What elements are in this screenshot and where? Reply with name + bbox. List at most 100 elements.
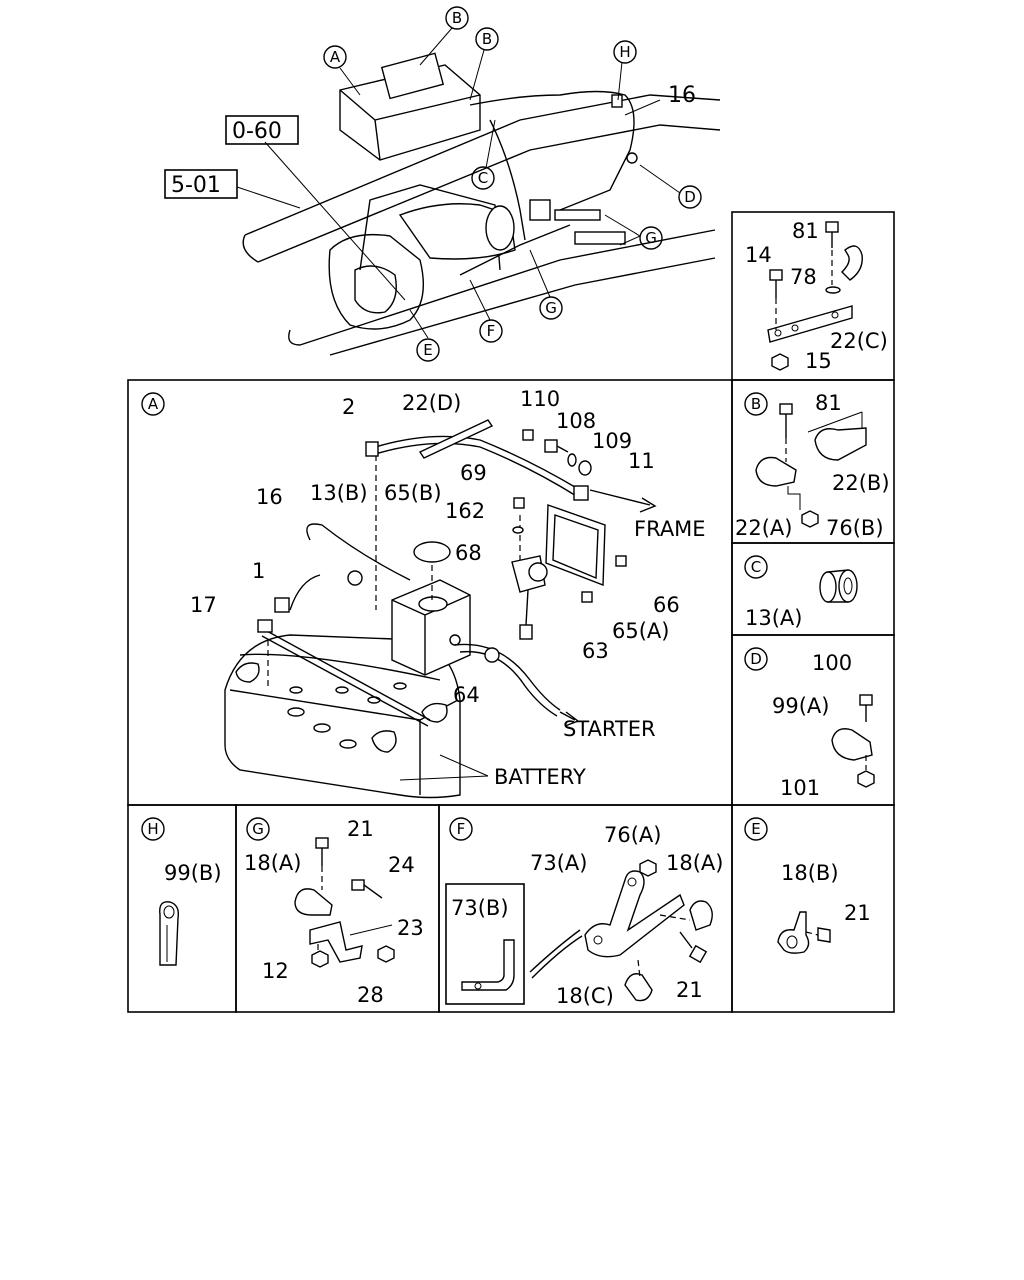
label-78-tr: 78 xyxy=(790,265,817,289)
label-81-b: 81 xyxy=(815,391,842,415)
svg-text:B: B xyxy=(452,9,462,27)
circle-e-overview: E xyxy=(416,338,440,362)
svg-text:D: D xyxy=(684,188,696,206)
label-21-f: 21 xyxy=(676,978,703,1002)
svg-text:A: A xyxy=(148,395,159,413)
label-24: 24 xyxy=(388,853,415,877)
label-73a: 73(A) xyxy=(530,851,587,875)
svg-text:A: A xyxy=(330,48,341,66)
label-starter: STARTER xyxy=(563,717,656,741)
panel-f: F 76(A) 73(A) 18(A) 73(B) 18(C) 21 xyxy=(438,804,733,1013)
label-14-tr: 14 xyxy=(745,243,772,267)
circle-b-overview-2: B xyxy=(475,27,499,51)
label-12: 12 xyxy=(262,959,289,983)
circle-a-overview: A xyxy=(323,45,347,69)
svg-text:B: B xyxy=(751,395,761,413)
circle-h-overview: H xyxy=(613,40,637,64)
label-16-panel: 16 xyxy=(256,485,283,509)
svg-text:D: D xyxy=(750,650,762,668)
label-63: 63 xyxy=(582,639,609,663)
label-66: 66 xyxy=(653,593,680,617)
svg-text:C: C xyxy=(478,169,488,187)
circle-h-panel: H xyxy=(141,817,165,841)
label-99a: 99(A) xyxy=(772,694,829,718)
circle-g-overview-2: G xyxy=(539,296,563,320)
panel-d: D 100 99(A) 101 xyxy=(731,634,895,806)
label-28: 28 xyxy=(357,983,384,1007)
circle-f-overview: F xyxy=(479,319,503,343)
label-101: 101 xyxy=(780,776,820,800)
label-13b: 13(B) xyxy=(310,481,368,505)
label-108: 108 xyxy=(556,409,596,433)
svg-text:G: G xyxy=(252,820,264,838)
ref-box-5-01: 5-01 xyxy=(164,169,238,199)
circle-g-panel: G xyxy=(246,817,270,841)
overview-illustration xyxy=(242,52,721,356)
label-76a: 76(A) xyxy=(604,823,661,847)
circle-b-panel: B xyxy=(744,392,768,416)
label-18a-g: 18(A) xyxy=(244,851,301,875)
overview-callouts xyxy=(236,27,681,339)
svg-text:E: E xyxy=(423,341,432,359)
panel-a: A xyxy=(127,379,733,806)
label-73b: 73(B) xyxy=(451,896,509,920)
panel-g: G 21 18(A) 24 23 12 28 xyxy=(235,804,440,1013)
label-frame: FRAME xyxy=(634,517,706,541)
svg-text:G: G xyxy=(545,299,557,317)
circle-d-panel: D xyxy=(744,647,768,671)
svg-text:H: H xyxy=(619,43,630,61)
label-109: 109 xyxy=(592,429,632,453)
svg-text:E: E xyxy=(751,820,760,838)
circle-b-overview-1: B xyxy=(445,6,469,30)
panel-b: B 81 22(B) 22(A) 76(B) xyxy=(731,379,895,544)
label-22a: 22(A) xyxy=(735,516,792,540)
svg-text:F: F xyxy=(487,322,496,340)
label-100: 100 xyxy=(812,651,852,675)
circle-a-panel: A xyxy=(141,392,165,416)
svg-text:B: B xyxy=(482,30,492,48)
circle-g-overview-1: G xyxy=(639,226,663,250)
label-battery: BATTERY xyxy=(494,765,586,789)
label-65a: 65(A) xyxy=(612,619,669,643)
label-18c: 18(C) xyxy=(556,984,614,1008)
panel-top-right: 81 14 78 22(C) 15 xyxy=(731,211,895,381)
label-2: 2 xyxy=(342,395,355,419)
svg-text:H: H xyxy=(147,820,158,838)
label-162: 162 xyxy=(445,499,485,523)
svg-text:F: F xyxy=(457,820,466,838)
label-22c-tr: 22(C) xyxy=(830,329,888,353)
svg-text:0-60: 0-60 xyxy=(232,119,282,144)
label-110: 110 xyxy=(520,387,560,411)
label-65b: 65(B) xyxy=(384,481,442,505)
label-69: 69 xyxy=(460,461,487,485)
label-99b: 99(B) xyxy=(164,861,222,885)
svg-text:C: C xyxy=(751,558,761,576)
label-22d: 22(D) xyxy=(402,391,461,415)
label-16-overview: 16 xyxy=(668,83,696,108)
panel-e: E 18(B) 21 xyxy=(731,804,895,1013)
circle-c-panel: C xyxy=(744,555,768,579)
label-13a: 13(A) xyxy=(745,606,802,630)
label-18a-f: 18(A) xyxy=(666,851,723,875)
svg-text:5-01: 5-01 xyxy=(171,173,221,198)
circle-c-overview: C xyxy=(471,166,495,190)
label-64: 64 xyxy=(453,683,480,707)
label-18b: 18(B) xyxy=(781,861,839,885)
label-21-e: 21 xyxy=(844,901,871,925)
label-22b: 22(B) xyxy=(832,471,890,495)
circle-f-panel: F xyxy=(449,817,473,841)
ref-box-0-60: 0-60 xyxy=(225,115,299,145)
panel-h: H 99(B) xyxy=(127,804,237,1013)
panel-c: C 13(A) xyxy=(731,542,895,636)
label-17: 17 xyxy=(190,593,217,617)
circle-e-panel: E xyxy=(744,817,768,841)
circle-d-overview: D xyxy=(678,185,702,209)
label-23: 23 xyxy=(397,916,424,940)
label-68: 68 xyxy=(455,541,482,565)
label-76b: 76(B) xyxy=(826,516,884,540)
label-21-g: 21 xyxy=(347,817,374,841)
label-81-tr: 81 xyxy=(792,219,819,243)
label-15-tr: 15 xyxy=(805,349,832,373)
svg-text:G: G xyxy=(645,229,657,247)
